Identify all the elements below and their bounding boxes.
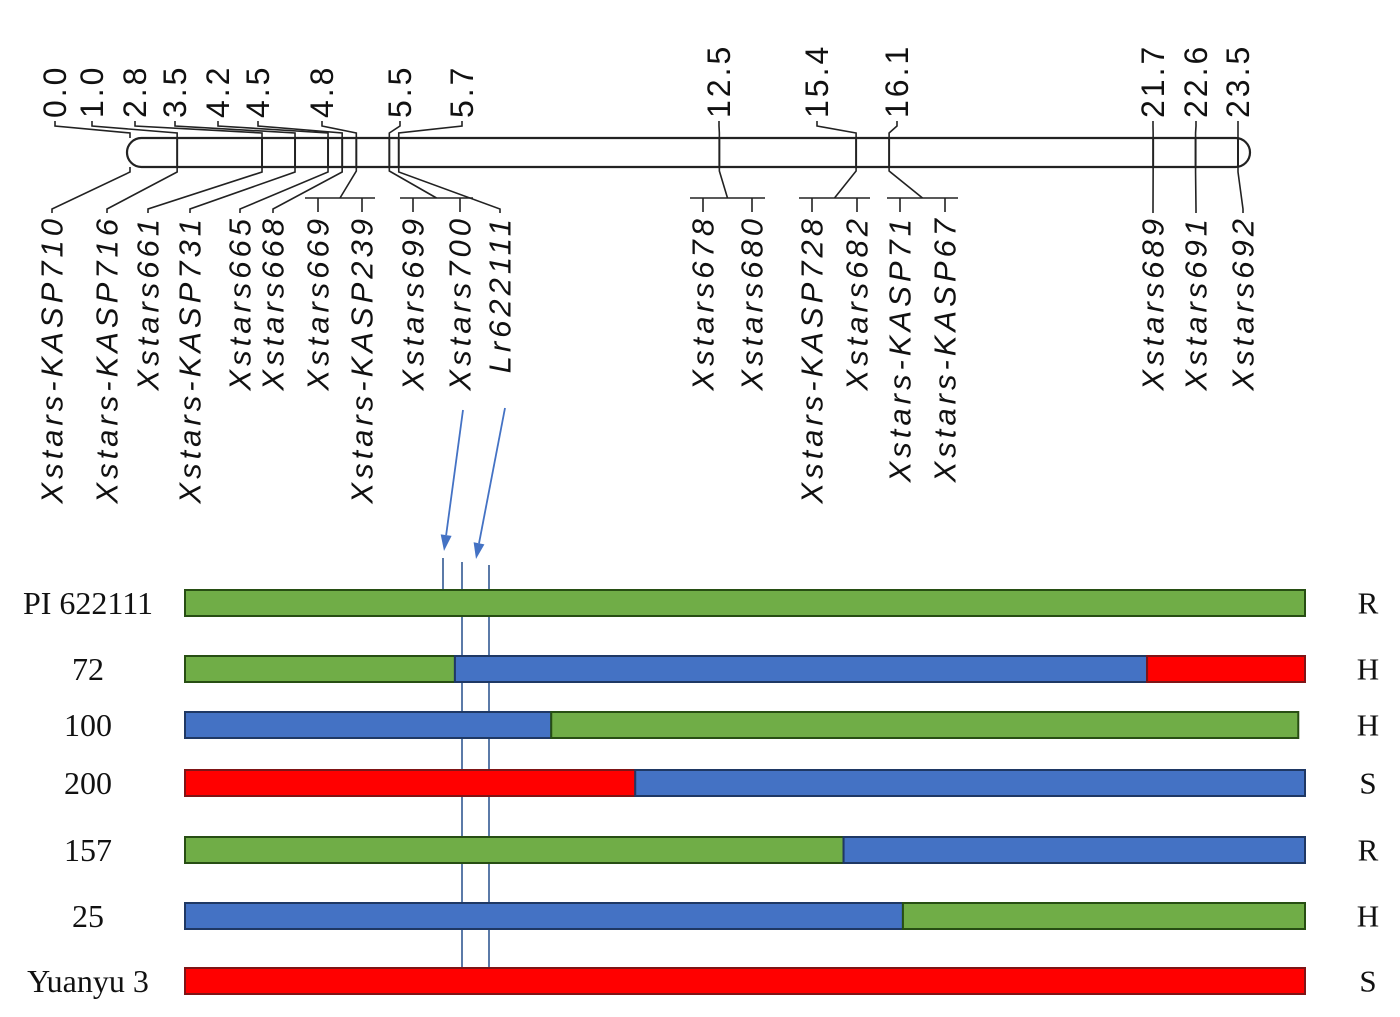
qtl-arrow: [445, 409, 464, 536]
marker-label: Xstars-KASP731: [173, 215, 208, 505]
marker-label: Xstars680: [735, 215, 770, 392]
line-label: 25: [72, 898, 104, 934]
phenotype-label: R: [1358, 833, 1379, 868]
position-label: 21.7: [1135, 44, 1171, 118]
marker-connector: [1237, 167, 1244, 213]
line-label: Yuanyu 3: [27, 963, 149, 999]
position-connector: [397, 121, 463, 138]
marker-label: Xstars-KASP71: [883, 215, 918, 483]
position-connector: [54, 121, 131, 138]
marker-label: Xstars689: [1136, 215, 1171, 392]
marker-connector: [718, 167, 729, 199]
position-label: 0.0: [37, 65, 73, 118]
marker-label: Xstars-KASP728: [795, 215, 830, 505]
marker-connector: [239, 167, 329, 213]
phenotype-label: S: [1359, 766, 1376, 801]
genotype-segment: [550, 711, 1300, 739]
position-connector: [816, 121, 857, 138]
marker-connector: [147, 167, 263, 213]
line-label: 100: [64, 707, 112, 743]
marker-label: Xstars691: [1179, 215, 1214, 392]
marker-label: Xstars692: [1226, 215, 1261, 392]
marker-connector: [339, 167, 358, 199]
position-label: 15.4: [799, 44, 835, 118]
line-label: 200: [64, 765, 112, 801]
marker-label: Xstars700: [443, 215, 478, 392]
genotype-segment: [184, 967, 1306, 995]
genotype-segment: [453, 655, 1149, 683]
position-connector: [388, 121, 401, 138]
qtl-arrow: [478, 407, 506, 544]
position-connector: [91, 121, 178, 138]
position-label: 3.5: [157, 65, 193, 118]
phenotype-label: S: [1359, 964, 1376, 999]
line-label: 72: [72, 651, 104, 687]
marker-label: Xstars699: [396, 215, 431, 392]
position-label: 4.2: [200, 65, 236, 118]
marker-connector: [388, 167, 437, 199]
genotype-segment: [184, 769, 637, 797]
marker-connector: [51, 167, 131, 213]
marker-connector: [833, 167, 857, 199]
phenotype-label: H: [1357, 652, 1379, 687]
position-label: 12.5: [701, 44, 737, 118]
marker-connector: [397, 167, 501, 213]
marker-label: Xstars661: [131, 215, 166, 392]
genotype-segment: [901, 902, 1306, 930]
genotype-segment: [1146, 655, 1306, 683]
position-label: 23.5: [1220, 44, 1256, 118]
marker-connector: [106, 167, 178, 213]
position-connector: [888, 121, 898, 138]
position-connector: [134, 121, 263, 138]
line-label: 157: [64, 832, 112, 868]
qtl-arrowhead: [473, 542, 485, 559]
marker-label: Xstars682: [840, 215, 875, 392]
phenotype-label: H: [1357, 708, 1379, 743]
marker-label: Xstars-KASP710: [35, 215, 70, 505]
position-connector: [217, 121, 329, 138]
chromosome-bar: [125, 136, 1252, 169]
position-label: 4.5: [240, 65, 276, 118]
marker-label: Xstars678: [686, 215, 721, 392]
position-label: 2.8: [117, 65, 153, 118]
genotype-segment: [184, 711, 553, 739]
marker-connector: [272, 167, 343, 213]
position-connector: [257, 121, 343, 138]
marker-label: Xstars668: [256, 215, 291, 392]
genotype-segment: [634, 769, 1306, 797]
position-label: 1.0: [74, 65, 110, 118]
marker-label: Xstars665: [223, 215, 258, 392]
genotype-segment: [184, 902, 904, 930]
genotype-segment: [184, 589, 1306, 617]
genotype-segment: [842, 836, 1306, 864]
marker-connector: [888, 167, 924, 199]
genotype-segment: [184, 655, 456, 683]
marker-label: Xstars669: [301, 215, 336, 392]
position-label: 22.6: [1178, 44, 1214, 118]
position-connector: [174, 121, 296, 138]
line-label: PI 622111: [23, 585, 153, 621]
position-connector: [321, 121, 358, 138]
marker-connector: [189, 167, 296, 213]
phenotype-label: R: [1358, 586, 1379, 621]
genotype-segment: [184, 836, 845, 864]
position-label: 16.1: [879, 44, 915, 118]
phenotype-label: H: [1357, 899, 1379, 934]
marker-label: Xstars-KASP67: [928, 215, 963, 483]
qtl-arrowhead: [440, 534, 452, 551]
position-label: 5.7: [444, 65, 480, 118]
marker-label: Lr622111: [483, 215, 518, 373]
marker-label: Xstars-KASP716: [90, 215, 125, 505]
marker-label: Xstars-KASP239: [345, 215, 380, 505]
position-label: 5.5: [382, 65, 418, 118]
position-label: 4.8: [304, 65, 340, 118]
